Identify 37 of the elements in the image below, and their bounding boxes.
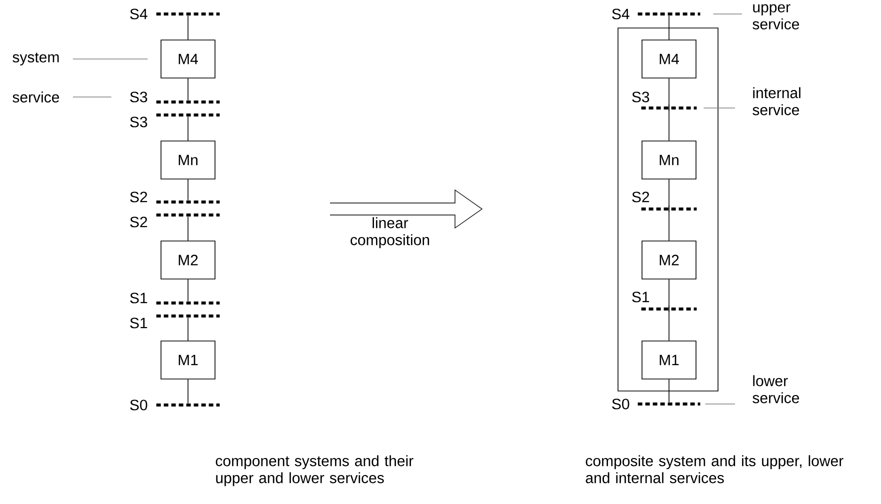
arrow-label: linear composition bbox=[350, 217, 430, 248]
service-line: S2 bbox=[130, 192, 220, 204]
service-line: S0 bbox=[612, 398, 700, 410]
service-line: S1 bbox=[130, 292, 220, 304]
service-line: S3 bbox=[130, 92, 220, 104]
system-box: M4 bbox=[642, 40, 696, 78]
system-frame bbox=[618, 28, 718, 392]
caption: component systems and their upper and lower services bbox=[216, 455, 414, 486]
service-line: S2 bbox=[130, 214, 220, 228]
service-line: S4 bbox=[130, 8, 220, 20]
callout-text: upper service bbox=[752, 4, 800, 30]
system-box: Mn bbox=[160, 140, 216, 180]
callout-text: internal service bbox=[752, 87, 800, 116]
connector-line bbox=[668, 204, 670, 241]
system-box: M2 bbox=[160, 240, 216, 280]
service-line: S4 bbox=[612, 8, 700, 20]
callout-text: system bbox=[12, 52, 59, 66]
service-line: S3 bbox=[632, 92, 697, 110]
connector-line bbox=[668, 104, 670, 141]
leader-line bbox=[72, 96, 112, 98]
service-line: S2 bbox=[632, 192, 697, 210]
service-line: S0 bbox=[130, 400, 220, 410]
system-box: M4 bbox=[160, 40, 216, 78]
caption: composite system and its upper, lower and internal services bbox=[586, 455, 844, 484]
leader-line bbox=[72, 58, 148, 60]
connector-line bbox=[668, 304, 670, 341]
service-line: S3 bbox=[130, 114, 220, 128]
connector-line bbox=[668, 379, 670, 403]
service-line: S1 bbox=[130, 314, 220, 328]
system-box: Mn bbox=[642, 140, 696, 180]
system-box: M2 bbox=[642, 240, 696, 280]
callout-text: service bbox=[12, 92, 60, 102]
system-box: M1 bbox=[642, 340, 696, 380]
callout-text: lower service bbox=[752, 375, 800, 404]
system-box: M1 bbox=[160, 340, 216, 380]
service-line: S1 bbox=[632, 292, 697, 310]
connector-line bbox=[668, 15, 670, 40]
